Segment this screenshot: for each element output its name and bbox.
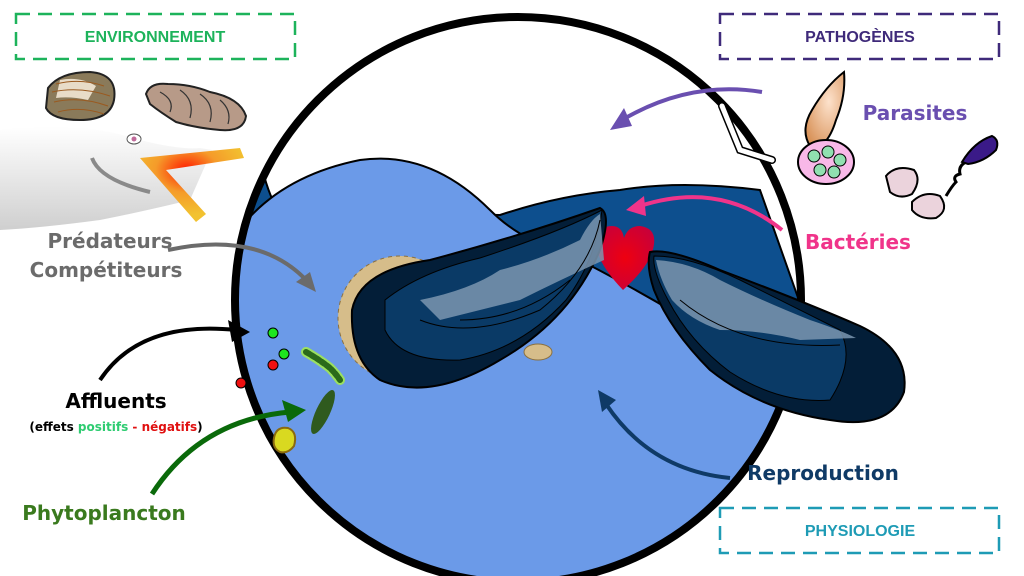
diatom-icon bbox=[311, 390, 335, 434]
predators-label: Prédateurs bbox=[47, 229, 172, 253]
effects-separator: - bbox=[128, 420, 141, 434]
filamentous-algae-icon bbox=[301, 347, 345, 385]
pathogens-label: PATHOGÈNES bbox=[805, 27, 915, 46]
cyst-parasite-icon bbox=[797, 139, 855, 185]
physiology-category-box: PHYSIOLOGIE bbox=[718, 506, 1001, 555]
phytoplankton-label: Phytoplancton bbox=[22, 501, 186, 525]
reproduction-arrow bbox=[598, 390, 731, 480]
mussel-left-icon bbox=[350, 206, 607, 389]
parasites-arrow bbox=[610, 87, 763, 130]
bacteria-cells-icon bbox=[884, 167, 946, 220]
effects-prefix: (effets bbox=[29, 420, 78, 434]
mussel-right-icon bbox=[647, 250, 906, 424]
competitors-label: Compétiteurs bbox=[30, 258, 183, 282]
clam-icon bbox=[44, 70, 116, 122]
positive-effects: positifs bbox=[78, 420, 128, 434]
positive-effect-dot bbox=[267, 327, 279, 339]
negative-effect-dot bbox=[267, 359, 279, 371]
phytoplankton-arrow bbox=[149, 400, 306, 496]
oyster-icon bbox=[144, 82, 248, 132]
trematode-parasite-icon bbox=[804, 70, 846, 147]
bacteria-arrow bbox=[626, 195, 784, 232]
affluents-label: Affluents bbox=[65, 389, 166, 413]
reproduction-label: Reproduction bbox=[747, 461, 899, 485]
affluents-effects-note: (effets positifs - négatifs) bbox=[29, 420, 202, 434]
predators-arrow bbox=[167, 242, 316, 292]
seagull-predator-icon bbox=[0, 126, 244, 230]
heart-icon bbox=[596, 226, 655, 290]
environment-category-box: ENVIRONNEMENT bbox=[14, 12, 297, 61]
positive-effect-dot bbox=[278, 348, 290, 360]
flagellate-parasite-icon bbox=[944, 134, 999, 197]
negative-effects: négatifs bbox=[142, 420, 198, 434]
pathogens-category-box: PATHOGÈNES bbox=[718, 12, 1001, 61]
bacteria-label: Bactéries bbox=[805, 230, 911, 254]
dinoflagellate-icon bbox=[272, 426, 297, 454]
affluents-arrow bbox=[98, 320, 250, 382]
environment-label: ENVIRONNEMENT bbox=[85, 29, 226, 46]
copepod-parasite-icon bbox=[718, 102, 776, 164]
effects-suffix: ) bbox=[197, 420, 202, 434]
negative-effect-dot bbox=[235, 377, 247, 389]
physiology-label: PHYSIOLOGIE bbox=[805, 523, 916, 540]
parasites-label: Parasites bbox=[863, 101, 968, 125]
